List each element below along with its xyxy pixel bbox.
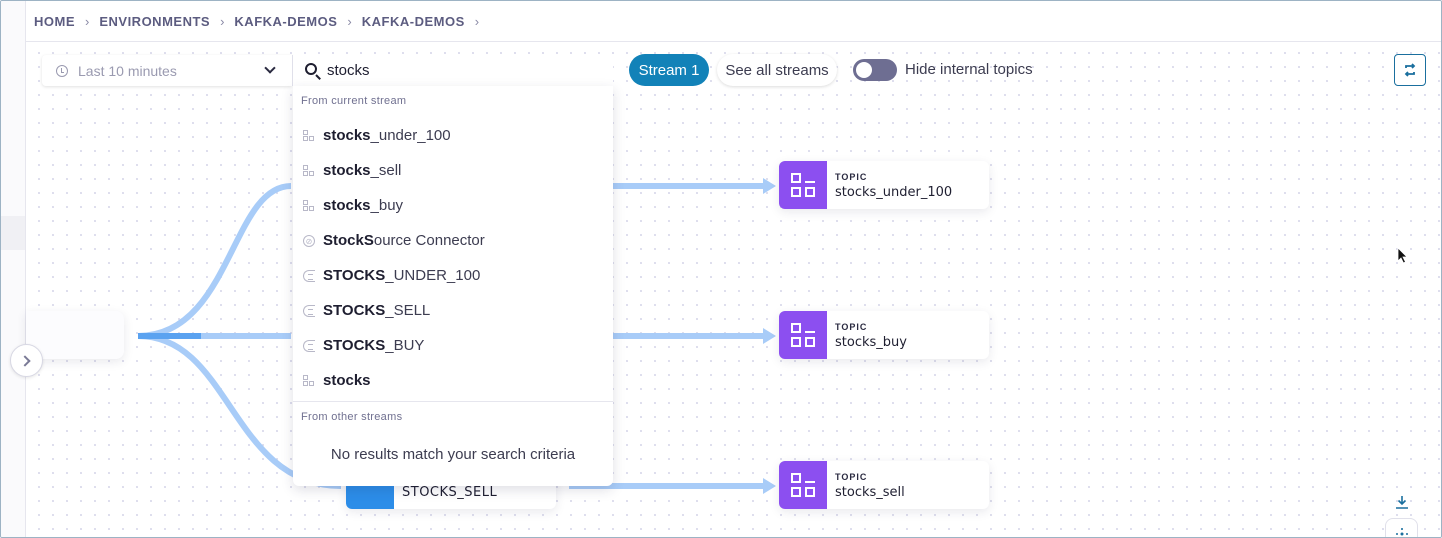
rest-text: _buy [370, 197, 404, 214]
toggle-knob [856, 62, 872, 78]
chevron-right-icon: › [85, 13, 90, 29]
node-kind: TOPIC [835, 472, 868, 482]
node-name: stocks_under_100 [835, 185, 953, 200]
chevron-right-icon [19, 354, 31, 367]
rail-highlight [1, 216, 25, 250]
section-current-stream: From current stream [301, 95, 407, 107]
search-input[interactable] [327, 62, 587, 79]
chevron-right-icon: › [347, 13, 352, 29]
ksql-icon [303, 304, 315, 317]
section-other-streams: From other streams [301, 411, 403, 423]
time-range-select[interactable]: Last 10 minutes [42, 55, 292, 86]
match-text: stocks [323, 127, 371, 144]
result-item[interactable]: STOCKS_SELL [293, 293, 613, 328]
time-range-value: Last 10 minutes [78, 62, 177, 79]
search-icon [305, 63, 317, 75]
result-item[interactable]: ⊘ StockSource Connector [293, 223, 613, 258]
node-kind: TOPIC [835, 322, 868, 332]
sync-button[interactable] [1394, 54, 1426, 86]
topic-icon [303, 129, 315, 142]
rest-text: _UNDER_100 [385, 267, 481, 284]
divider [293, 401, 613, 402]
download-icon[interactable] [1395, 495, 1409, 509]
expand-sidebar-button[interactable] [10, 344, 43, 377]
match-text: STOCKS [323, 267, 386, 284]
topic-node-stocks-buy[interactable]: TOPIC stocks_buy [779, 311, 989, 359]
ksql-icon [303, 339, 315, 352]
rest-text: _BUY [385, 337, 425, 354]
see-all-streams-button[interactable]: See all streams [717, 54, 837, 86]
match-text: stocks [323, 197, 371, 214]
node-kind: TOPIC [835, 172, 868, 182]
rest-text: _under_100 [370, 127, 451, 144]
rest-text: ource Connector [373, 232, 485, 249]
topic-icon [779, 311, 827, 359]
topic-icon [303, 374, 315, 387]
crosshair-icon [1396, 528, 1408, 536]
match-text: stocks [323, 162, 371, 179]
stream-1-button[interactable]: Stream 1 [629, 54, 709, 86]
breadcrumb-home[interactable]: HOME [34, 13, 75, 29]
result-item[interactable]: stocks_buy [293, 188, 613, 223]
match-text: StockS [323, 232, 374, 249]
topic-icon [779, 461, 827, 509]
connector-icon: ⊘ [303, 234, 315, 247]
topic-icon [303, 199, 315, 212]
chevron-right-icon: › [474, 13, 480, 29]
search-results-dropdown: From current stream stocks_under_100 sto… [293, 86, 613, 486]
rest-text: _SELL [385, 302, 431, 319]
node-name: stocks_buy [835, 335, 907, 350]
stream-lineage-canvas[interactable] [26, 42, 1441, 537]
node-name: stocks_sell [835, 485, 905, 500]
result-item[interactable]: STOCKS_BUY [293, 328, 613, 363]
result-item[interactable]: stocks [293, 363, 613, 398]
rest-text: _sell [370, 162, 402, 179]
topic-node-stocks-under-100[interactable]: TOPIC stocks_under_100 [779, 161, 989, 209]
match-text: stocks [323, 372, 371, 389]
match-text: STOCKS [323, 302, 386, 319]
breadcrumb-cluster[interactable]: KAFKA-DEMOS [361, 13, 465, 29]
clock-icon [56, 64, 68, 77]
mouse-cursor-icon [1397, 247, 1408, 264]
breadcrumb-environments[interactable]: ENVIRONMENTS [99, 13, 211, 29]
topic-icon [779, 161, 827, 209]
result-item[interactable]: stocks_sell [293, 153, 613, 188]
toggle-label: Hide internal topics [905, 61, 1033, 78]
match-text: STOCKS [323, 337, 386, 354]
source-node[interactable] [26, 311, 124, 359]
fit-view-button[interactable] [1385, 518, 1418, 537]
search-box[interactable] [292, 55, 613, 86]
chevron-right-icon: › [220, 13, 225, 29]
hide-internal-topics-toggle[interactable] [853, 59, 897, 81]
topic-icon [303, 164, 315, 177]
ksql-icon [303, 269, 315, 282]
result-item[interactable]: STOCKS_UNDER_100 [293, 258, 613, 293]
topic-node-stocks-sell[interactable]: TOPIC stocks_sell [779, 461, 989, 509]
no-results-message: No results match your search criteria [330, 446, 576, 463]
chevron-down-icon [264, 62, 276, 74]
breadcrumb-environment[interactable]: KAFKA-DEMOS [234, 13, 338, 29]
sync-icon [1404, 63, 1416, 77]
node-name: STOCKS_SELL [402, 485, 498, 500]
breadcrumb: HOME › ENVIRONMENTS › KAFKA-DEMOS › KAFK… [26, 1, 1441, 42]
result-item[interactable]: stocks_under_100 [293, 118, 613, 153]
left-rail [1, 1, 26, 537]
